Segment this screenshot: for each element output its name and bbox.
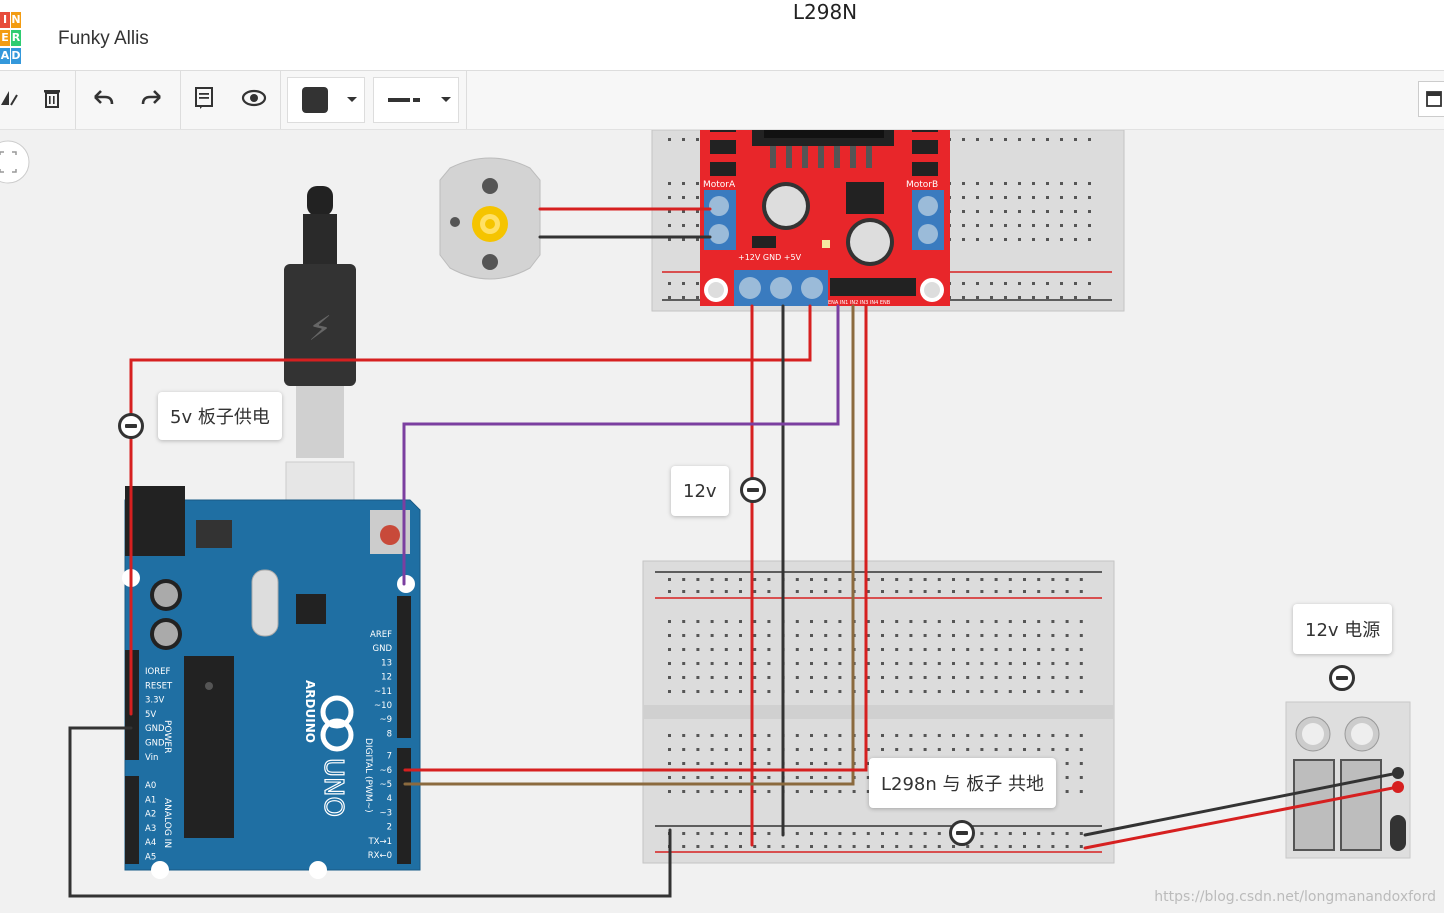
logo-letter: A (0, 48, 10, 64)
chevron-down-icon (441, 97, 451, 102)
fit-view-icon[interactable] (0, 140, 30, 184)
digital-pin-label: AREF (370, 630, 392, 640)
logo-letter: D (11, 48, 21, 64)
motor-b-label: MotorB (906, 180, 938, 190)
line-style-dropdown[interactable] (373, 77, 459, 123)
note-pin-12v[interactable] (740, 477, 766, 503)
power-pin-label: GND (145, 739, 165, 749)
logo-letter: I (0, 12, 10, 28)
wire-arduino-gnd (68, 726, 672, 898)
power-pin-label: 3.3V (145, 696, 165, 706)
analog-pin-label: A0 (145, 781, 156, 791)
note-12v[interactable]: 12v (671, 466, 729, 516)
digital-pin-label: GND (373, 644, 393, 654)
digital-pin-label: 13 (381, 658, 392, 668)
note-5v-board-power[interactable]: 5v 板子供电 (158, 392, 282, 440)
logo-letter: N (11, 12, 21, 28)
power-terminal-label: +12V GND +5V (738, 253, 802, 262)
panel-toggle-icon[interactable] (1418, 81, 1444, 117)
circuit-drawing[interactable]: ⚡ ARDUINO U (0, 130, 1444, 913)
digital-header-label: DIGITAL (PWM~) (363, 738, 373, 813)
wire-in2 (403, 304, 868, 772)
wires[interactable] (68, 207, 1400, 898)
analog-pin-label: A2 (145, 810, 156, 820)
delete-icon[interactable] (35, 81, 69, 115)
power-pin-label: IOREF (145, 667, 170, 677)
analog-pin-label: A3 (145, 824, 156, 834)
color-dropdown[interactable] (287, 77, 365, 123)
power-pin-label: GND (145, 724, 165, 734)
logo-letter: E (0, 30, 10, 46)
line-style-icon (388, 98, 420, 102)
digital-pin-label: ~6 (379, 766, 392, 776)
redo-icon[interactable] (135, 81, 169, 115)
chevron-down-icon (347, 97, 357, 102)
digital-pin-label: ~11 (374, 687, 392, 697)
undo-icon[interactable] (86, 81, 120, 115)
wire-5v (129, 304, 812, 716)
color-swatch-icon (302, 87, 328, 113)
motor-a-label: MotorA (703, 180, 736, 190)
digital-pin-label: 4 (387, 794, 392, 804)
digital-pin-label: TX→1 (367, 837, 392, 847)
power-pin-label: Vin (145, 753, 158, 763)
visibility-icon[interactable] (237, 81, 271, 115)
toolbar (0, 71, 1444, 130)
arduino-uno[interactable]: ARDUINO UNO POWER ANALOG IN DIGITAL (PWM… (122, 486, 421, 879)
digital-pin-label: 8 (387, 729, 392, 739)
arduino-brand: ARDUINO (303, 680, 317, 743)
digital-pin-label: ~5 (379, 780, 392, 790)
analog-header-label: ANALOG IN (162, 798, 172, 848)
note-pin-5v[interactable] (118, 413, 144, 439)
logo-letter: R (11, 30, 21, 46)
wire-ps-red (1083, 785, 1400, 850)
power-header-label: POWER (162, 720, 172, 753)
motor-gear-icon (472, 206, 508, 242)
note-pin-power-supply[interactable] (1329, 665, 1355, 691)
notes-icon[interactable] (187, 81, 221, 115)
power-pin-label: 5V (145, 710, 156, 720)
note-pin-common-ground[interactable] (949, 820, 975, 846)
design-title[interactable]: Funky Allis (58, 28, 149, 49)
rotate-icon[interactable] (0, 81, 26, 115)
analog-pin-label: A5 (145, 853, 156, 863)
digital-pin-label: ~9 (379, 715, 392, 725)
analog-pin-label: A1 (145, 795, 156, 805)
note-common-ground[interactable]: L298n 与 板子 共地 (869, 758, 1056, 808)
main-breadboard[interactable] (642, 560, 1115, 864)
wire-in1 (403, 304, 855, 786)
power-supply[interactable] (1285, 701, 1411, 859)
wire-ena (402, 304, 840, 586)
power-pin-label: RESET (145, 681, 173, 691)
dc-motor[interactable] (439, 157, 541, 280)
digital-pin-label: ~10 (374, 701, 392, 711)
tinkercad-logo[interactable]: I N E R A D (0, 12, 33, 66)
l298n-label: L298N (700, 0, 950, 58)
l298n-driver[interactable]: MotorA MotorB +12V GND +5V ENA IN1 IN2 I… (700, 130, 950, 306)
digital-pin-label: 7 (387, 752, 392, 762)
digital-pin-label: 2 (387, 823, 392, 833)
arduino-model: UNO (318, 758, 348, 817)
svg-text:⚡: ⚡ (308, 309, 332, 349)
digital-pin-label: ~3 (379, 808, 392, 818)
enable-pins-label: ENA IN1 IN2 IN3 IN4 ENB (828, 300, 891, 306)
watermark: https://blog.csdn.net/longmanandoxford (1154, 889, 1436, 905)
usb-cable: ⚡ (284, 186, 356, 555)
note-12v-power-supply[interactable]: 12v 电源 (1293, 604, 1393, 654)
analog-pin-label: A4 (145, 838, 156, 848)
digital-pin-label: RX←0 (368, 851, 392, 861)
wire-ps-black (1083, 771, 1400, 837)
digital-pin-label: 12 (381, 673, 392, 683)
